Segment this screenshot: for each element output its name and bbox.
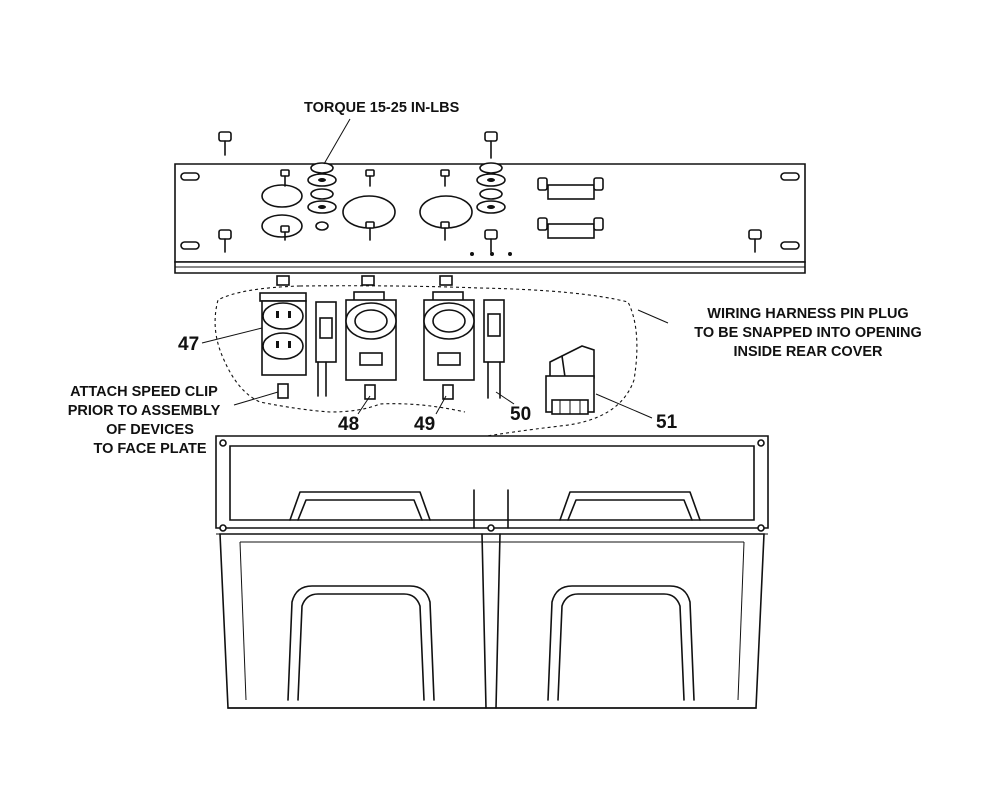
torque-note: TORQUE 15-25 IN-LBS (304, 100, 460, 116)
callout-49: 49 (414, 414, 435, 435)
speed-clip-note-line-2: PRIOR TO ASSEMBLY (68, 403, 221, 419)
circuit-breaker-50 (483, 299, 505, 399)
callout-47: 47 (178, 334, 199, 355)
harness-note-line-1: WIRING HARNESS PIN PLUG (707, 306, 908, 322)
rear-cover (215, 435, 769, 709)
callout-48: 48 (338, 414, 359, 435)
speed-clip-note-line-4: TO FACE PLATE (93, 441, 206, 457)
rocker-switch-51 (545, 345, 595, 415)
plate-screws (218, 131, 762, 253)
speed-clip-note-line-1: ATTACH SPEED CLIP (70, 384, 218, 400)
leader-lines (201, 118, 669, 419)
callout-51: 51 (656, 412, 678, 433)
harness-note-line-2: TO BE SNAPPED INTO OPENING (694, 325, 921, 341)
nut-washer-stacks (307, 162, 506, 214)
twistlock-receptacle-49 (423, 291, 475, 400)
plate-brackets (537, 177, 604, 239)
speed-clip-note-line-3: OF DEVICES (106, 422, 194, 438)
twistlock-receptacle-48 (345, 291, 397, 400)
duplex-receptacle-47 (259, 292, 307, 399)
speed-clips (276, 275, 453, 286)
harness-note-line-3: INSIDE REAR COVER (733, 344, 883, 360)
callout-50: 50 (510, 404, 531, 425)
circuit-breaker-left (315, 301, 337, 397)
